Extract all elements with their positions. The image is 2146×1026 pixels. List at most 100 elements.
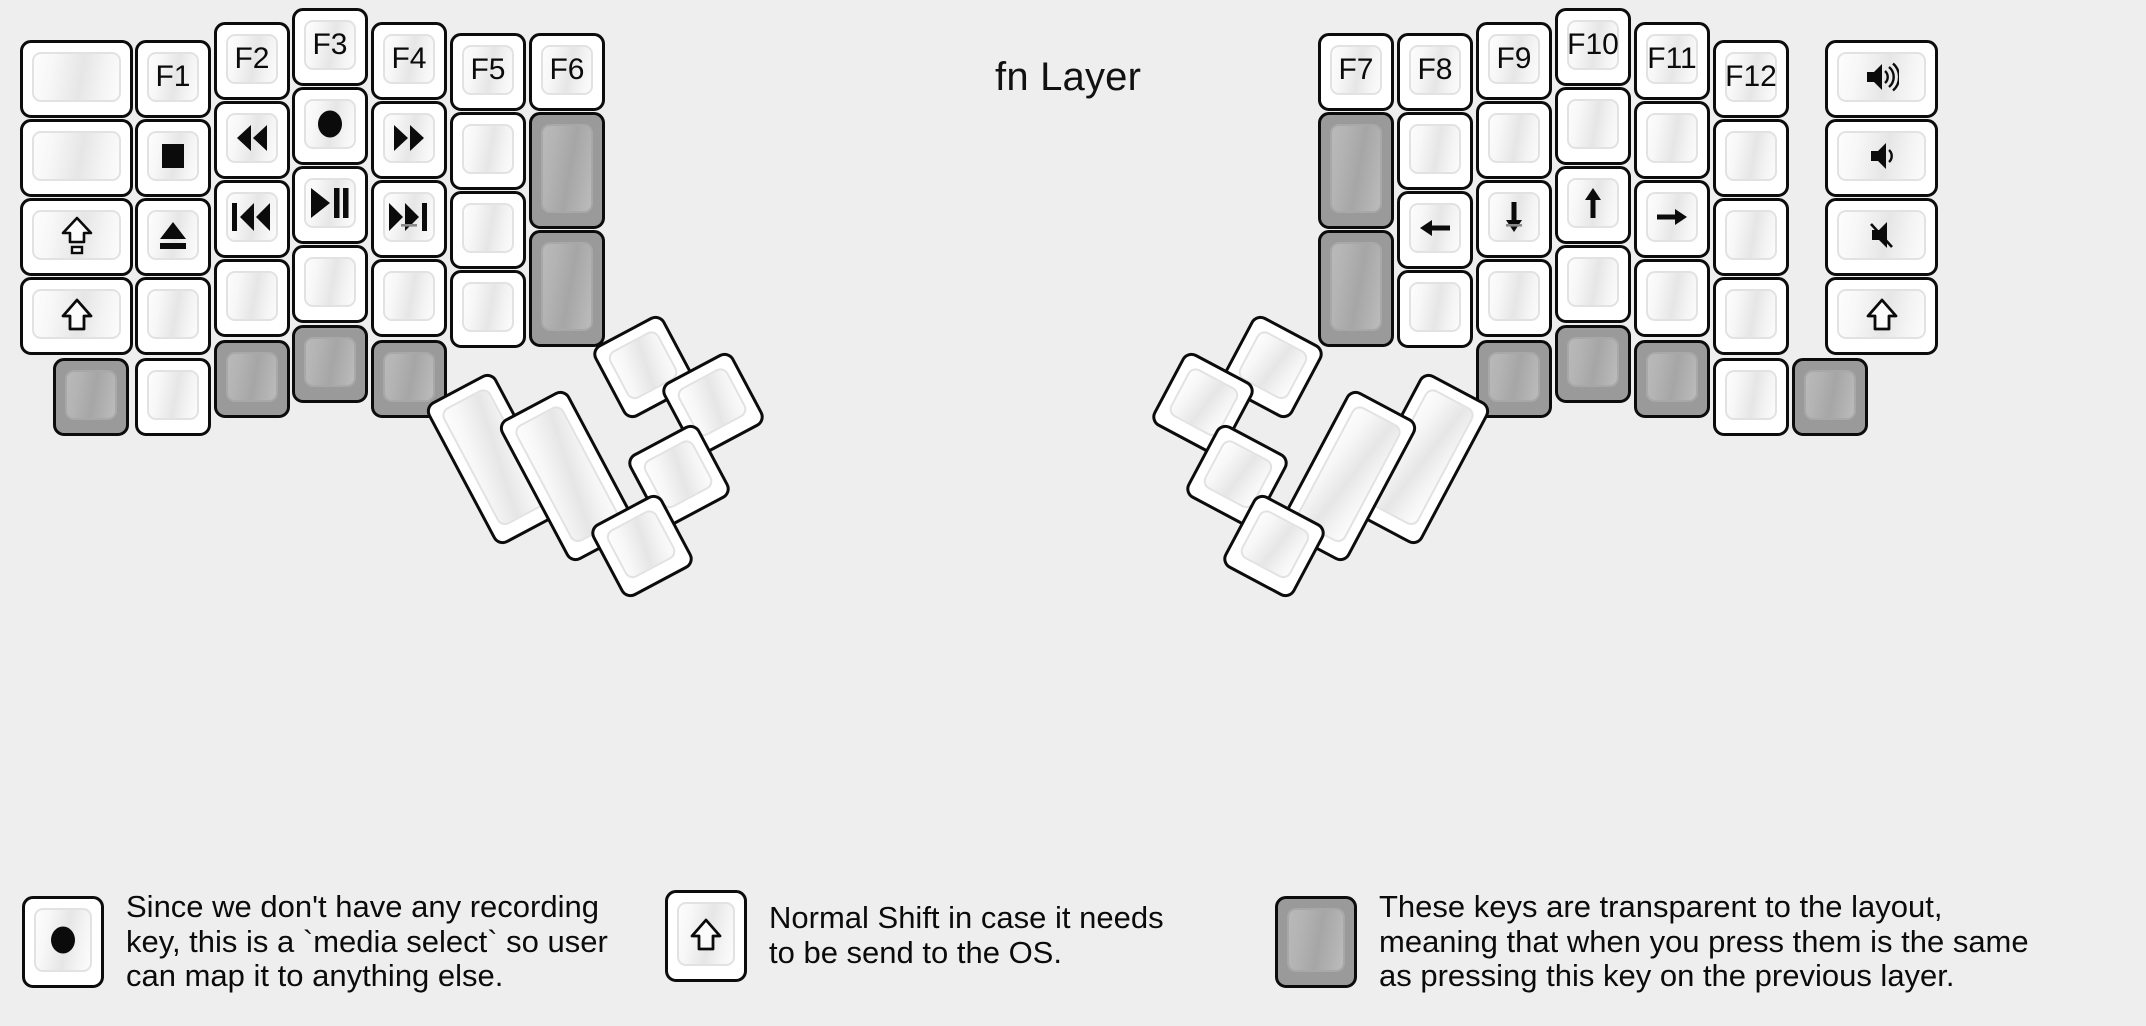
key-right-col-pinky-r3[interactable] [1713,277,1789,355]
key-right-col-index-inner-r1[interactable] [1397,112,1473,190]
key-right-col-inner-r0[interactable]: F7 [1318,33,1394,111]
key-cap: F3 [304,20,356,70]
key-shell [1825,119,1938,197]
key-left-col-pinky-outer-r3[interactable] [20,277,133,355]
key-right-col-ring-r3[interactable] [1634,259,1710,337]
key-right-col-middle-r1[interactable] [1555,87,1631,165]
key-shell [1275,896,1357,989]
key-right-col-pinky-r0[interactable]: F12 [1713,40,1789,118]
key-left-col-middle-r3[interactable] [292,245,368,323]
key-right-col-index-inner-r0[interactable]: F8 [1397,33,1473,111]
key-right-col-middle-r3[interactable] [1555,245,1631,323]
key-right-col-inner-r2[interactable] [1318,230,1394,347]
key-left-bottom-0[interactable] [53,358,129,436]
key-shell [371,259,447,337]
key-left-col-middle-r0[interactable]: F3 [292,8,368,86]
legend-key-record-dot-icon[interactable] [22,896,104,989]
key-cap [32,52,121,102]
key-right-col-middle-r2[interactable] [1555,166,1631,244]
key-left-bottom-2[interactable] [214,340,290,418]
key-right-col-pinky-outer-r0[interactable] [1825,40,1938,118]
key-shell [53,358,129,436]
key-shell: F10 [1555,8,1631,86]
key-shell [1476,180,1552,258]
key-cap [147,289,199,339]
key-cap [34,908,92,973]
key-cap [462,282,514,332]
key-left-col-index-r1[interactable] [371,101,447,179]
key-left-bottom-1[interactable] [135,358,211,436]
arrow-up-icon [1580,186,1606,220]
key-right-col-middle-r0[interactable]: F10 [1555,8,1631,86]
key-cap: F11 [1646,34,1698,84]
key-right-col-index-r3[interactable] [1476,259,1552,337]
key-left-col-pinky-outer-r2[interactable] [20,198,133,276]
key-right-bottom-4[interactable] [1792,358,1868,436]
key-left-col-index-inner-r0[interactable]: F5 [450,33,526,111]
key-left-col-ring-r3[interactable] [214,259,290,337]
key-left-col-pinky-outer-r1[interactable] [20,119,133,197]
key-shell [1634,180,1710,258]
key-cap [32,131,121,181]
key-right-col-pinky-outer-r2[interactable] [1825,198,1938,276]
key-left-col-pinky-outer-r0[interactable] [20,40,133,118]
key-right-col-inner-r1[interactable] [1318,112,1394,229]
key-left-col-index-inner-r3[interactable] [450,270,526,348]
key-shell [1555,245,1631,323]
key-shell [1555,87,1631,165]
key-right-bottom-2[interactable] [1634,340,1710,418]
key-right-bottom-3[interactable] [1713,358,1789,436]
key-left-col-ring-r1[interactable] [214,101,290,179]
key-right-col-index-inner-r3[interactable] [1397,270,1473,348]
key-right-col-pinky-r2[interactable] [1713,198,1789,276]
key-left-col-pinky-r0[interactable]: F1 [135,40,211,118]
shift-arrow-icon [690,918,722,951]
key-right-col-pinky-r1[interactable] [1713,119,1789,197]
key-left-col-index-inner-r2[interactable] [450,191,526,269]
key-left-col-index-r3[interactable] [371,259,447,337]
key-cap [1488,352,1540,402]
key-label: F12 [1725,60,1777,93]
key-left-col-middle-r2[interactable] [292,166,368,244]
key-shell [1713,277,1789,355]
key-right-col-index-r0[interactable]: F9 [1476,22,1552,100]
key-left-col-inner-r2[interactable] [529,230,605,347]
key-left-col-inner-r1[interactable] [529,112,605,229]
key-right-col-ring-r0[interactable]: F11 [1634,22,1710,100]
key-right-col-pinky-outer-r3[interactable] [1825,277,1938,355]
key-cap [1409,124,1461,174]
key-right-col-index-r1[interactable] [1476,101,1552,179]
key-cap [304,178,356,228]
key-right-col-ring-r2[interactable] [1634,180,1710,258]
key-left-col-index-r2[interactable] [371,180,447,258]
key-left-col-inner-r0[interactable]: F6 [529,33,605,111]
key-right-col-index-inner-r2[interactable] [1397,191,1473,269]
legend-key-sample [665,890,747,982]
key-left-col-middle-r1[interactable] [292,87,368,165]
legend-key-shift-arrow-icon[interactable] [665,890,747,982]
key-shell [292,245,368,323]
capslock-arrow-icon [61,216,93,255]
key-left-col-pinky-r2[interactable] [135,198,211,276]
key-shell [1555,325,1631,403]
key-left-col-ring-r2[interactable] [214,180,290,258]
key-cap: F7 [1330,45,1382,95]
key-shell [1318,112,1394,229]
key-left-col-pinky-r1[interactable] [135,119,211,197]
key-cap [1837,289,1926,339]
key-left-col-index-r0[interactable]: F4 [371,22,447,100]
key-shell [1555,166,1631,244]
key-right-bottom-0[interactable] [1476,340,1552,418]
key-right-bottom-1[interactable] [1555,325,1631,403]
key-left-col-ring-r0[interactable]: F2 [214,22,290,100]
key-right-col-pinky-outer-r1[interactable] [1825,119,1938,197]
key-left-bottom-3[interactable] [292,325,368,403]
legend-key-blank-icon[interactable] [1275,896,1357,989]
key-cap [1646,113,1698,163]
key-left-col-index-inner-r1[interactable] [450,112,526,190]
key-right-col-index-r2[interactable] [1476,180,1552,258]
key-label: F3 [312,28,348,61]
key-right-col-ring-r1[interactable] [1634,101,1710,179]
key-left-col-pinky-r3[interactable] [135,277,211,355]
